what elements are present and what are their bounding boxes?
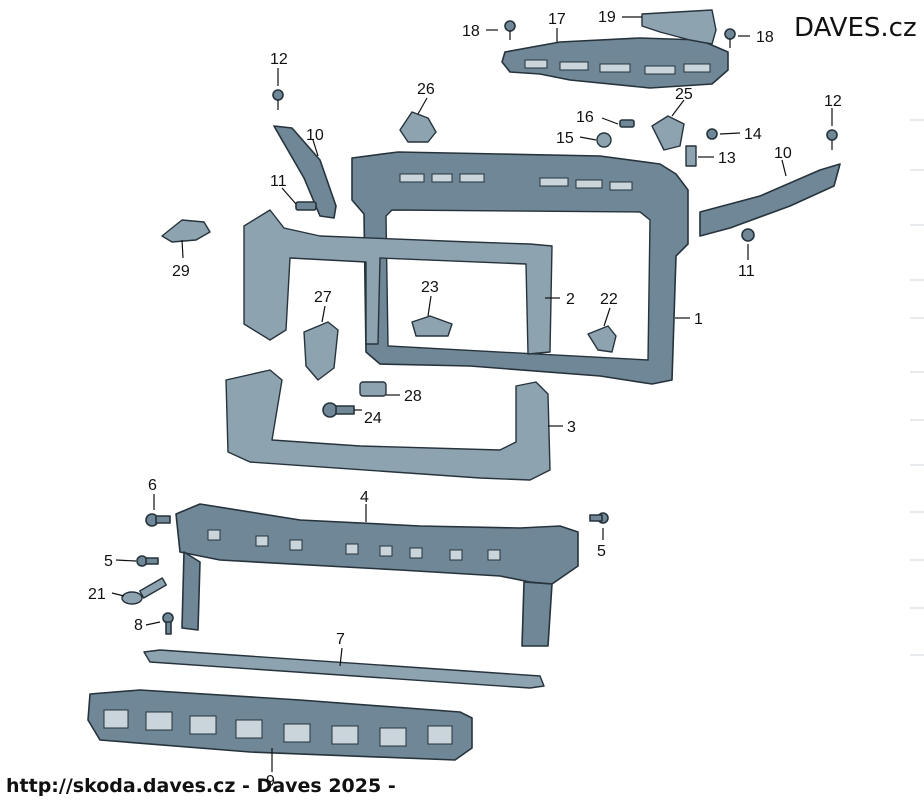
part-13-clip <box>685 145 697 167</box>
part-9-impact-absorber <box>87 689 473 761</box>
part-4-bumper-beam <box>175 503 579 647</box>
edge-ticks <box>910 119 924 656</box>
callout-6: 6 <box>148 477 157 494</box>
part-7-trim-strip <box>143 649 545 689</box>
part-19-bracket <box>641 9 717 45</box>
callout-1: 1 <box>694 311 703 328</box>
callout-7: 7 <box>336 631 345 648</box>
callout-10-left: 10 <box>306 127 324 144</box>
part-10-right-strut <box>699 163 841 237</box>
callout-10-right: 10 <box>774 145 792 162</box>
callouts: 17 18 19 18 26 12 12 25 16 15 14 13 10 1… <box>88 9 842 790</box>
callout-11-right: 11 <box>738 263 755 280</box>
part-16-screw <box>619 119 635 128</box>
part-2-inner-frame <box>243 209 553 355</box>
part-24-bracket <box>651 115 685 151</box>
part-26-bracket <box>303 321 339 381</box>
part-1-front-carrier <box>351 151 689 385</box>
screw-12-right <box>826 129 838 150</box>
callout-12-right: 12 <box>824 93 842 110</box>
part-14-screw <box>706 128 718 140</box>
part-15-pin <box>596 132 612 148</box>
part-10-left-strut <box>273 125 337 219</box>
part-25-clip <box>399 111 437 143</box>
screw-18-right <box>724 28 736 48</box>
part-28-bolt <box>322 402 355 418</box>
screw-12-left <box>272 89 284 110</box>
callout-9: 9 <box>266 773 275 790</box>
callout-17: 17 <box>548 11 566 28</box>
part-23-bracket <box>411 315 453 337</box>
screw-11-left <box>295 201 317 211</box>
callout-21: 21 <box>88 586 106 603</box>
callout-13: 13 <box>718 150 736 167</box>
callout-15: 15 <box>556 130 574 147</box>
callout-24: 25 <box>675 86 693 103</box>
callout-18-left: 18 <box>462 23 480 40</box>
callout-29: 29 <box>172 263 190 280</box>
part-17-upper-cover <box>501 37 729 89</box>
callout-18-right: 18 <box>756 29 774 46</box>
leader-lines <box>111 16 833 772</box>
callout-22: 22 <box>600 291 618 308</box>
part-21-tow-eye <box>121 577 167 605</box>
screw-6 <box>145 513 171 527</box>
callout-16: 16 <box>576 109 594 126</box>
callout-19: 19 <box>598 9 616 26</box>
callout-23: 23 <box>421 279 439 296</box>
screw-18-left <box>504 20 516 40</box>
callout-3: 3 <box>567 419 576 436</box>
callout-11-left: 11 <box>270 173 287 190</box>
callout-25: 26 <box>417 81 435 98</box>
screw-5-right <box>589 512 609 524</box>
brand-logo: DAVES.cz <box>794 13 917 43</box>
callout-5-left: 5 <box>104 553 113 570</box>
screw-8 <box>162 612 174 635</box>
callout-26: 27 <box>314 289 332 306</box>
screw-11-right <box>741 228 755 242</box>
part-29-clip <box>161 219 211 243</box>
callout-8: 8 <box>134 617 143 634</box>
callout-5-right: 5 <box>597 543 606 560</box>
part-3-air-duct <box>225 369 551 481</box>
callout-27: 28 <box>404 388 422 405</box>
callout-2: 2 <box>566 291 575 308</box>
part-27-nut <box>359 381 387 397</box>
callout-12-left: 12 <box>270 51 288 68</box>
footer-url: http://skoda.daves.cz - Daves 2025 - <box>6 775 396 797</box>
screw-5-left <box>136 555 159 567</box>
part-22-bracket <box>587 325 617 353</box>
callout-28: 24 <box>364 410 382 427</box>
callout-4: 4 <box>360 489 369 506</box>
callout-14: 14 <box>744 126 762 143</box>
